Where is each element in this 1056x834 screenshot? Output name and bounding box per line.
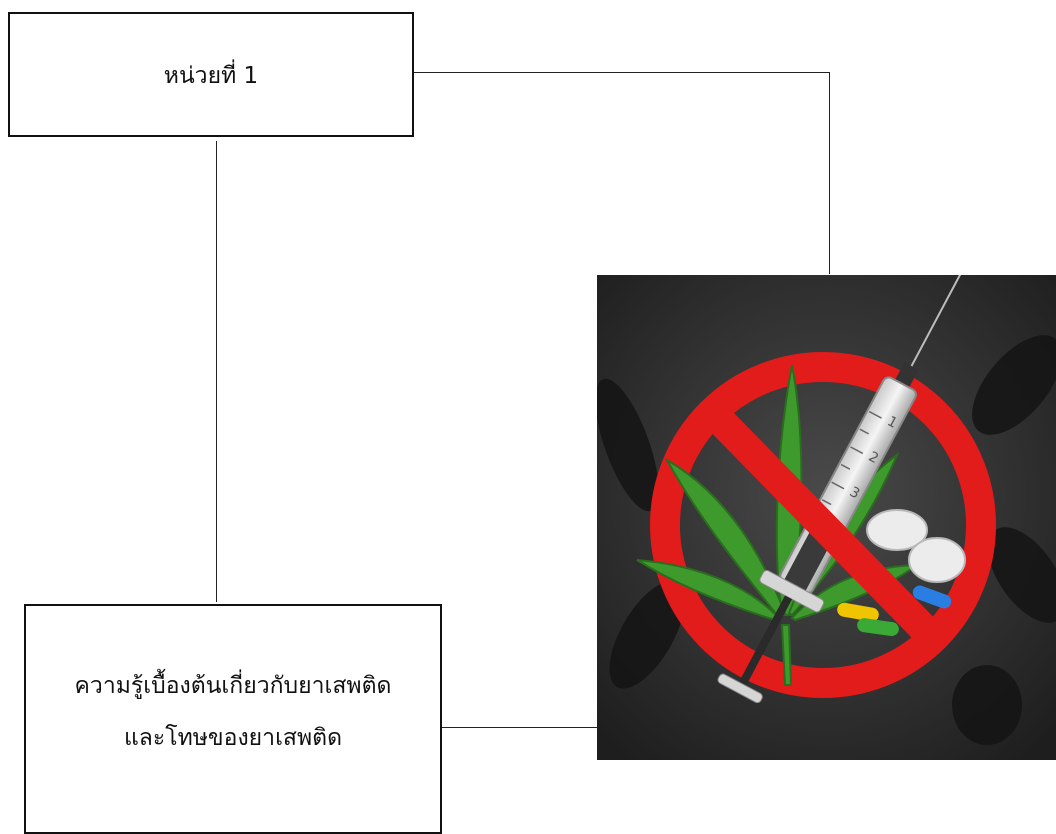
no-drugs-icon: 1 2 3 [597,275,1056,760]
connector-top-vertical [829,72,830,274]
topic-line-2: และโทษของยาเสพติด [123,725,343,751]
connector-left-vertical [216,141,217,602]
connector-top-horizontal [414,72,830,73]
unit-box: หน่วยที่ 1 [8,12,414,137]
topic-box: ความรู้เบื้องต้นเกี่ยวกับยาเสพติด และโทษ… [24,604,442,834]
unit-label: หน่วยที่ 1 [163,63,259,89]
prohibition-circle [650,352,996,698]
no-drugs-illustration: 1 2 3 [597,275,1056,760]
prohibition-slash [704,404,943,648]
pills-icon [837,509,966,637]
topic-line-1: ความรู้เบื้องต้นเกี่ยวกับยาเสพติด [74,673,392,699]
connector-bottom-horizontal [442,727,598,728]
shadow-shapes [597,335,1056,745]
